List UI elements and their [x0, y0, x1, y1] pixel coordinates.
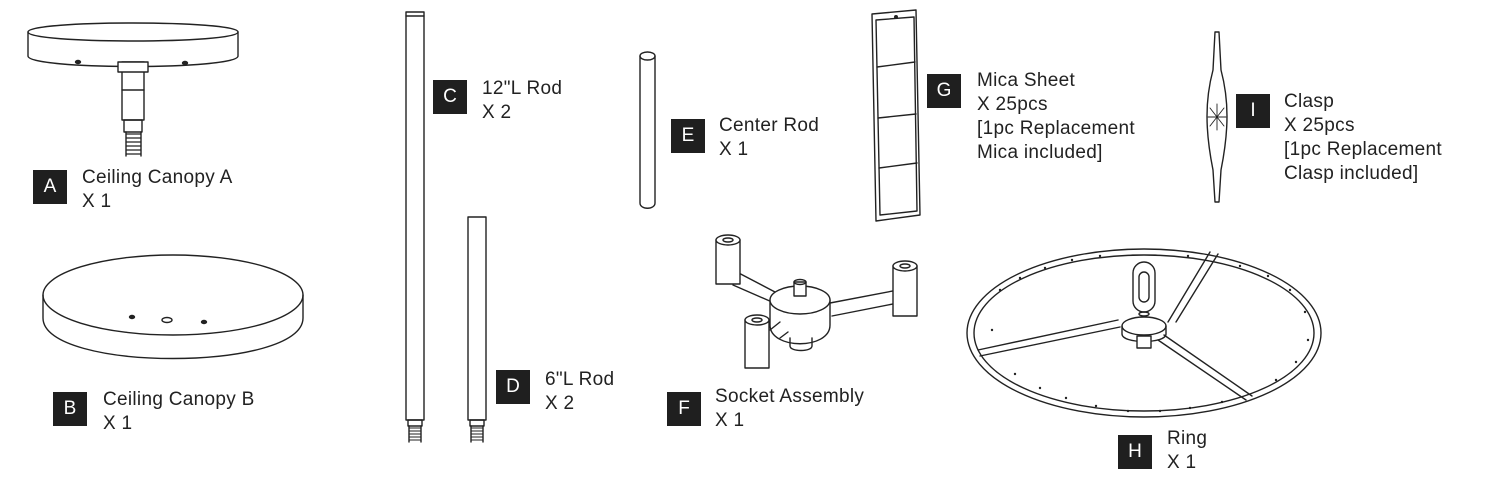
part-g-label: Mica Sheet X 25pcs [1pc Replacement Mica… [977, 69, 1135, 165]
part-e-badge: E [671, 119, 705, 153]
part-c-name: 12"L Rod [482, 78, 563, 99]
part-g-note-1: [1pc Replacement [977, 118, 1135, 139]
part-a-badge: A [33, 170, 67, 204]
part-i-name: Clasp [1284, 91, 1335, 112]
part-d-badge: D [496, 370, 530, 404]
ceiling-canopy-b-drawing [42, 254, 304, 360]
part-f-label: Socket Assembly X 1 [715, 385, 864, 433]
part-b-badge: B [53, 392, 87, 426]
ring-drawing [966, 248, 1322, 418]
part-h-name: Ring [1167, 428, 1208, 449]
part-i-label: Clasp X 25pcs [1pc Replacement Clasp inc… [1284, 90, 1442, 186]
part-g-badge: G [927, 74, 961, 108]
part-a-name: Ceiling Canopy A [82, 167, 233, 188]
part-f-name: Socket Assembly [715, 386, 865, 407]
part-f-quantity: X 1 [715, 410, 745, 431]
long-rod-drawing [405, 11, 425, 443]
part-c-badge: C [433, 80, 467, 114]
part-g-note-2: Mica included] [977, 142, 1103, 163]
part-c-label: 12"L Rod X 2 [482, 77, 562, 125]
socket-assembly-drawing [715, 234, 918, 369]
part-b-quantity: X 1 [103, 413, 133, 434]
center-rod-drawing [639, 51, 656, 209]
part-d-label: 6"L Rod X 2 [545, 368, 614, 416]
part-e-label: Center Rod X 1 [719, 114, 819, 162]
part-i-note-1: [1pc Replacement [1284, 139, 1442, 160]
part-d-name: 6"L Rod [545, 369, 615, 390]
short-rod-drawing [467, 216, 487, 443]
part-a-quantity: X 1 [82, 191, 112, 212]
part-i-note-2: Clasp included] [1284, 163, 1419, 184]
part-b-name: Ceiling Canopy B [103, 389, 255, 410]
part-d-quantity: X 2 [545, 393, 575, 414]
part-h-label: Ring X 1 [1167, 427, 1207, 475]
part-g-name: Mica Sheet [977, 70, 1076, 91]
part-h-quantity: X 1 [1167, 452, 1197, 473]
part-b-label: Ceiling Canopy B X 1 [103, 388, 255, 436]
part-i-quantity: X 25pcs [1284, 115, 1355, 136]
part-c-quantity: X 2 [482, 102, 512, 123]
mica-sheet-drawing [871, 9, 921, 222]
part-h-badge: H [1118, 435, 1152, 469]
part-e-name: Center Rod [719, 115, 820, 136]
part-f-badge: F [667, 392, 701, 426]
clasp-drawing [1206, 31, 1228, 203]
part-g-quantity: X 25pcs [977, 94, 1048, 115]
part-i-badge: I [1236, 94, 1270, 128]
ceiling-canopy-a-drawing [27, 22, 239, 157]
part-e-quantity: X 1 [719, 139, 749, 160]
part-a-label: Ceiling Canopy A X 1 [82, 166, 233, 214]
